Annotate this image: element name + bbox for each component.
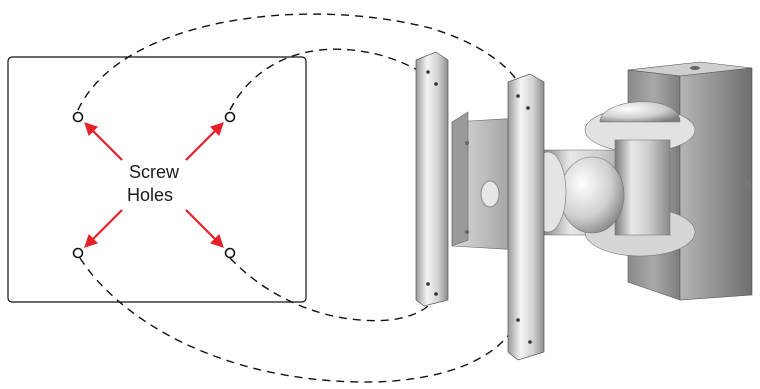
arm-joint-cylinder [614, 139, 671, 236]
bar-hole [434, 82, 438, 86]
wall-plate-hole-top [690, 66, 700, 70]
screw-hole-icon [224, 247, 236, 259]
side-bracket-hole [480, 180, 500, 208]
screw-holes-label-line2: Holes [127, 185, 173, 205]
dashed-guide-lines [77, 13, 521, 383]
bar-hole [426, 282, 430, 286]
arrow-icon [185, 209, 224, 248]
wall-mount-bracket-icon [415, 51, 753, 361]
screw-hole-icon [224, 111, 236, 123]
arm-upper-dome [599, 101, 681, 123]
wall-plate-side [679, 67, 753, 301]
arrow-icon [84, 122, 123, 161]
guide-line-top-inner [229, 48, 431, 111]
vertical-bar-front [507, 73, 545, 361]
vertical-bar-back [415, 51, 449, 307]
guide-line-bottom-outer [79, 257, 519, 383]
bar-hole [434, 292, 438, 296]
bar-hole [516, 94, 520, 98]
arrows [84, 122, 224, 248]
side-bracket-rivet [465, 230, 469, 234]
side-bracket-plate-edge [451, 111, 469, 247]
bar-hole [516, 318, 520, 322]
guide-line-bottom-inner [229, 257, 438, 322]
arrow-icon [84, 209, 123, 248]
bar-hole [526, 106, 530, 110]
arrow-icon [185, 122, 224, 161]
screw-hole-icon [72, 247, 84, 259]
screw-hole-icon [72, 111, 84, 123]
side-bracket-rivet [465, 141, 469, 145]
bar-hole [426, 70, 430, 74]
guide-line-top-outer [77, 13, 521, 111]
screw-holes-label-line1: Screw [129, 162, 180, 182]
screw-holes [72, 111, 236, 259]
arm-ball-joint [559, 156, 625, 234]
bar-hole [528, 340, 532, 344]
wall-plate-hole-side [745, 179, 751, 191]
